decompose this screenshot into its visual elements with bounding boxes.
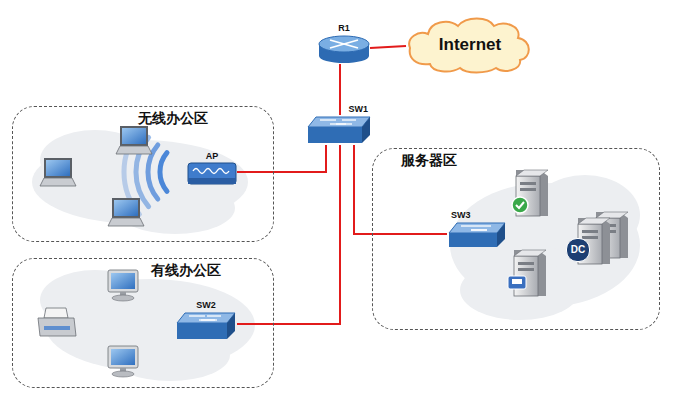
router-icon [318, 34, 370, 64]
laptop [108, 198, 144, 226]
network-device: AP [187, 162, 237, 185]
switch-icon [175, 311, 237, 341]
device-label: SW1 [348, 104, 368, 114]
network-link [370, 46, 406, 48]
device-label: SW3 [451, 210, 471, 220]
network-device: SW3 [447, 221, 507, 249]
device-label: AP [206, 151, 219, 161]
switch-icon [306, 115, 372, 145]
status-badge [512, 197, 528, 213]
network-link [339, 64, 341, 115]
printer-badge [508, 276, 526, 289]
cloud-label: Internet [406, 35, 534, 55]
device-label: R1 [338, 23, 350, 33]
laptop [40, 158, 76, 186]
network-device: SW1 [306, 115, 372, 145]
device-label: SW2 [196, 300, 216, 310]
zone-title: 无线办公区 [138, 110, 208, 128]
network-link [237, 145, 340, 324]
zone-title: 有线办公区 [151, 262, 221, 280]
check-mark [516, 202, 524, 208]
printer [38, 308, 76, 336]
zone-title: 服务器区 [401, 152, 457, 170]
server-badge-label: DC [566, 238, 590, 262]
zone-cloud [32, 130, 640, 381]
network-device: SW2 [175, 311, 237, 341]
access-point-icon [187, 162, 237, 185]
zone-region: 无线办公区 AP [12, 106, 274, 242]
switch-icon [447, 221, 507, 249]
desktop-pc [108, 346, 138, 377]
zone-region: 服务器区 SW3 [372, 148, 660, 330]
internet-cloud-node: Internet [406, 16, 534, 74]
zone-region: 有线办公区 SW2 [12, 258, 274, 388]
desktop-pc [108, 270, 138, 301]
laptop [116, 126, 152, 154]
network-device: R1 [318, 34, 370, 64]
network-link [237, 145, 326, 172]
